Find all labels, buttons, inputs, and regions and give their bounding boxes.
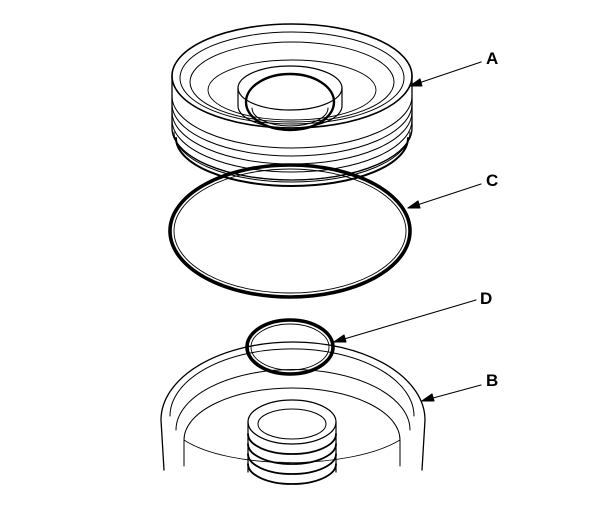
callout-label-c: C [486,171,499,190]
part-d-small-o-ring [245,318,335,376]
leader-line-a [409,61,482,87]
arrowhead-b [421,393,435,402]
leader-line-d [333,299,477,343]
callout-label-b: B [486,371,499,390]
part-c-large-o-ring [168,163,412,299]
arrowhead-c [407,200,421,209]
leader-line-c [407,183,482,209]
leader-lines [333,61,482,402]
part-b-drum [160,341,426,485]
callout-label-a: A [486,49,499,68]
part-a-cover [171,23,413,187]
arrowhead-d [333,334,347,343]
callout-label-d: D [480,289,493,308]
arrowhead-a [409,78,423,87]
